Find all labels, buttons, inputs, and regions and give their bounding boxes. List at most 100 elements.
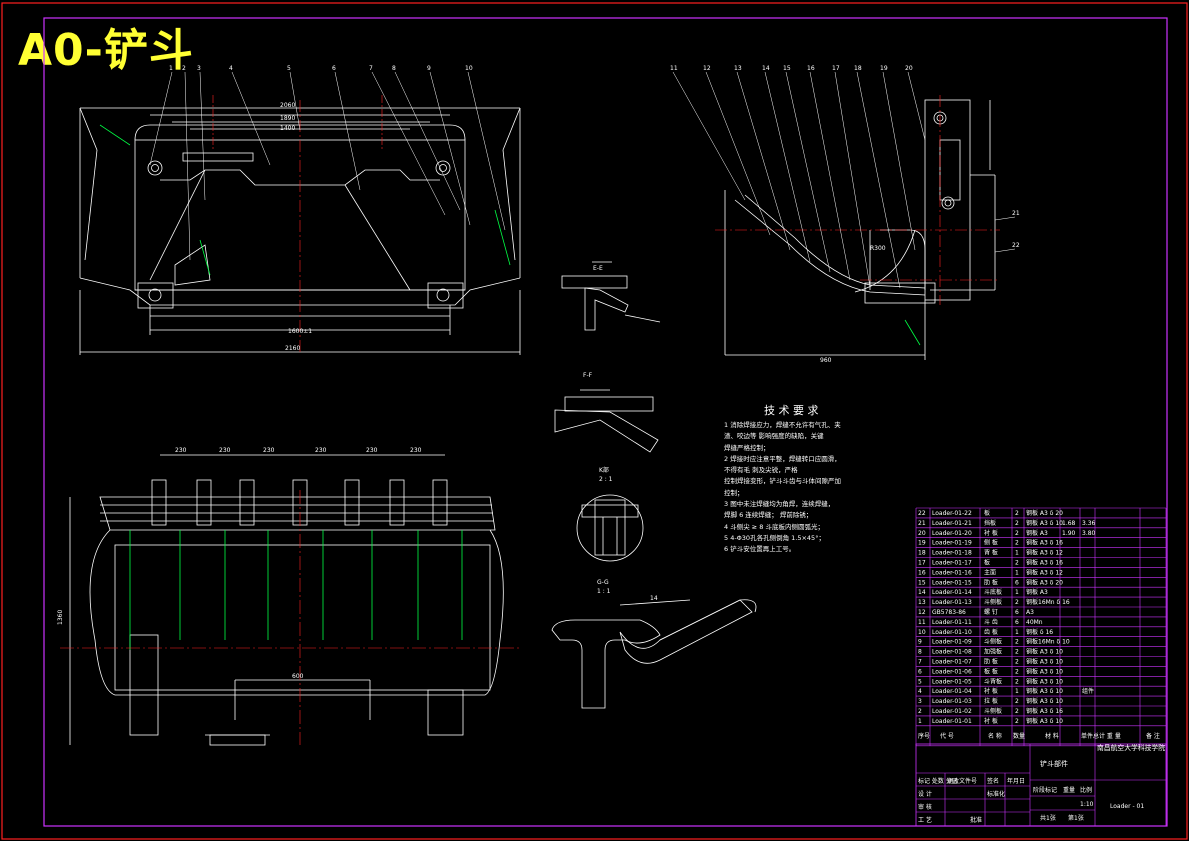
bom-code: Loader-01-04 [932,688,972,695]
bom-material: 钢板 A3 δ 10 [1026,658,1063,666]
part-label-top: 7 [369,65,373,72]
bom-no: 10 [918,629,926,636]
bom-code: Loader-01-13 [932,599,972,606]
bom-qty: 2 [1015,708,1019,715]
leader-line [994,248,1016,253]
leader-line [672,71,746,201]
bom-material: 钢板 A3 δ 16 [1026,539,1063,547]
bom-name: 主面 [984,568,996,576]
bom-material: 钢板 A3 δ 12 [1026,568,1063,576]
bottom-dim-4: 230 [315,447,327,454]
bom-no: 7 [918,659,922,666]
bottom-dim-3: 230 [263,447,275,454]
bom-code: Loader-01-03 [932,698,972,705]
bom-qty: 1 [1015,629,1019,636]
tb-extra-4: 标准化 [987,790,1005,798]
section-ee-label: E-E [593,265,603,272]
bom-no: 1 [918,718,922,725]
part-label-right: 21 [1012,210,1020,217]
section-ee [561,261,661,331]
bom-material: 钢板16Mn δ 16 [1026,598,1070,606]
part-label-right: 16 [807,65,815,72]
bom-material: 钢板 A3 [1026,529,1048,537]
bom-name: 衬 板 [984,687,998,695]
part-label-top: 5 [287,65,291,72]
leader-line [809,71,851,281]
section-gg-label: G-G [597,579,609,586]
bom-no: 8 [918,649,922,656]
bom-name: 肋 板 [984,658,998,666]
side-hidden-lines [904,319,921,346]
bom-code: Loader-01-17 [932,560,972,567]
left-height-dim: 1360 [57,610,64,625]
bom-code: Loader-01-01 [932,718,972,725]
detail-k-label: K部 [599,466,609,474]
bom-name: 齿 板 [984,628,998,636]
leader-line [856,71,901,289]
bom-code: Loader-01-06 [932,668,972,675]
bom-no: 16 [918,569,926,576]
part-label-right: 20 [905,65,913,72]
leader-line [394,71,461,211]
bom-qty: 6 [1015,609,1019,616]
bom-no: 15 [918,579,926,586]
tech-note-line: 6 铲斗安位置再上工号。 [724,545,796,554]
bom-weight-single: 1.68 [1062,520,1076,527]
part-name: 铲斗部件 [1040,759,1068,768]
top-dim-2: 1890 [280,115,295,122]
section-gg [551,599,757,709]
bom-name: 挡板 [984,519,996,527]
bom-header-name: 名 称 [988,732,1002,740]
bom-qty: 2 [1015,560,1019,567]
bom-name: 板 板 [984,667,998,675]
bom-qty: 2 [1015,718,1019,725]
section-ff [554,389,659,453]
side-dim-2: R300 [870,245,886,252]
tech-note-line: 焊脚 6 连续焊缝； 焊前除锈； [724,511,813,520]
tb-extra-5: 批准 [970,816,982,824]
tb-row-1: 标记 处数 分区 [918,777,958,785]
bottom-dim-5: 230 [366,447,378,454]
bom-qty: 2 [1015,668,1019,675]
bom-code: Loader-01-02 [932,708,972,715]
tech-note-line: 不得有毛 刺及尖锐，严格 [724,466,798,475]
bom-name: 斗侧板 [984,598,1002,606]
detail-k [576,494,644,562]
bom-qty: 2 [1015,698,1019,705]
bom-code: GB5783-86 [932,609,966,616]
part-label-top: 8 [392,65,396,72]
bom-material: 钢板 A3 δ 10 [1026,697,1063,705]
bom-code: Loader-01-16 [932,569,972,576]
bom-code: Loader-01-14 [932,589,972,596]
bom-material: 钢板 A3 [1026,588,1048,596]
tech-note-line: 5 4-Φ30孔各孔侧倒角 1.5×45°； [724,533,825,542]
bom-no: 4 [918,688,922,695]
bom-header-no: 序号 [918,732,930,740]
detail-k-scale: 2 : 1 [599,476,613,483]
tech-note-line: 控制； [724,488,744,497]
bom-weight-total: 组件 [1082,687,1094,695]
bom-no: 22 [918,510,926,517]
part-label-right: 17 [832,65,840,72]
bom-qty: 2 [1015,599,1019,606]
bom-header-material: 材 料 [1045,732,1059,740]
tb-extra-3: 年月日 [1007,777,1025,785]
bom-no: 11 [918,619,926,626]
part-label-right: 13 [734,65,742,72]
bom-name: 背 板 [984,549,998,557]
drawing-number: Loader - 01 [1110,803,1144,810]
weight-label: 重量 [1063,786,1075,794]
bom-qty: 1 [1015,589,1019,596]
tb-extra-2: 签名 [987,777,999,785]
bom-code: Loader-01-09 [932,639,972,646]
tb-row-2: 设 计 [918,790,932,798]
bom-weight-single: 1.90 [1062,530,1076,537]
tech-requirements-title: 技 术 要 求 [764,404,819,417]
bom-qty: 2 [1015,649,1019,656]
leader-line [764,71,811,263]
leader-line [705,71,771,236]
leader-line [199,71,206,201]
front-hidden-lines [99,124,511,276]
